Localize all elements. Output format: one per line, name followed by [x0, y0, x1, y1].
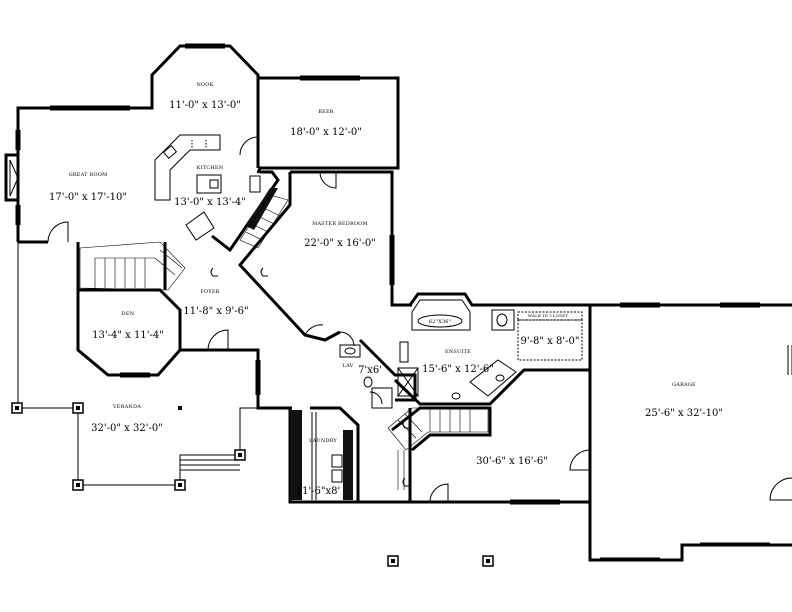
label-nook: NOOK	[196, 82, 213, 88]
kitchen-counters	[154, 134, 261, 241]
ensuite-fixtures	[371, 299, 583, 409]
label-walk-in-closet: WALK IN CLOSET	[528, 313, 568, 318]
size-great-room: 17'-0" x 17'-10"	[49, 192, 127, 203]
lav-fixtures	[339, 344, 373, 388]
size-laundry: 11'-6"x8'	[296, 486, 341, 497]
label-master-bedroom: MASTER BEDROOM	[312, 221, 368, 227]
door-swings	[47, 136, 792, 503]
size-walk-in-closet: 9'-8" x 8'-0"	[521, 336, 580, 347]
stairs-lower	[387, 407, 489, 490]
veranda	[17, 242, 258, 486]
label-laundry: LAUNDRY	[309, 438, 337, 444]
label-foyer: FOYER	[200, 289, 219, 295]
size-lav: 7'x6'	[358, 365, 382, 376]
size-master-bedroom: 22'-0" x 16'-0"	[304, 238, 376, 249]
label-beer: BEER	[318, 109, 334, 115]
wall-great-room	[16, 44, 400, 242]
column-laundry	[290, 410, 302, 500]
laundry-fixtures	[311, 412, 343, 500]
entry-marks	[210, 267, 410, 487]
label-tub: 62"X36"	[429, 319, 451, 325]
label-ensuite: ENSUITE	[445, 349, 471, 355]
windows	[15, 43, 792, 559]
label-veranda: VERANDA	[112, 404, 141, 410]
size-den: 13'-4" x 11'-4"	[92, 330, 164, 341]
size-lower-room: 30'-6" x 16'-6"	[476, 456, 548, 467]
stairs-kitchen	[239, 194, 289, 249]
stairs-foyer	[79, 241, 186, 291]
label-lav: LAV	[343, 363, 354, 369]
size-kitchen: 13'-0" x 13'-4"	[174, 197, 246, 208]
size-veranda: 32'-0" x 32'-0"	[91, 423, 163, 434]
size-beer: 18'-0" x 12'-0"	[290, 127, 362, 138]
posts	[11, 402, 494, 567]
size-foyer: 11'-8" x 9'-6"	[183, 306, 248, 317]
wall-ensuite	[398, 292, 590, 307]
wall-kitchen-diagonal	[211, 170, 280, 253]
label-great-room: GREAT ROOM	[69, 172, 108, 178]
size-ensuite: 15'-6" x 12'-6"	[422, 364, 494, 375]
label-kitchen: KITCHEN	[197, 165, 224, 171]
label-den: DEN	[122, 311, 135, 317]
size-nook: 11'-0" x 13'-0"	[169, 100, 241, 111]
label-garage: GARAGE	[672, 382, 696, 388]
size-garage: 25'-6" x 32'-10"	[645, 408, 723, 419]
fireplace	[4, 153, 18, 202]
